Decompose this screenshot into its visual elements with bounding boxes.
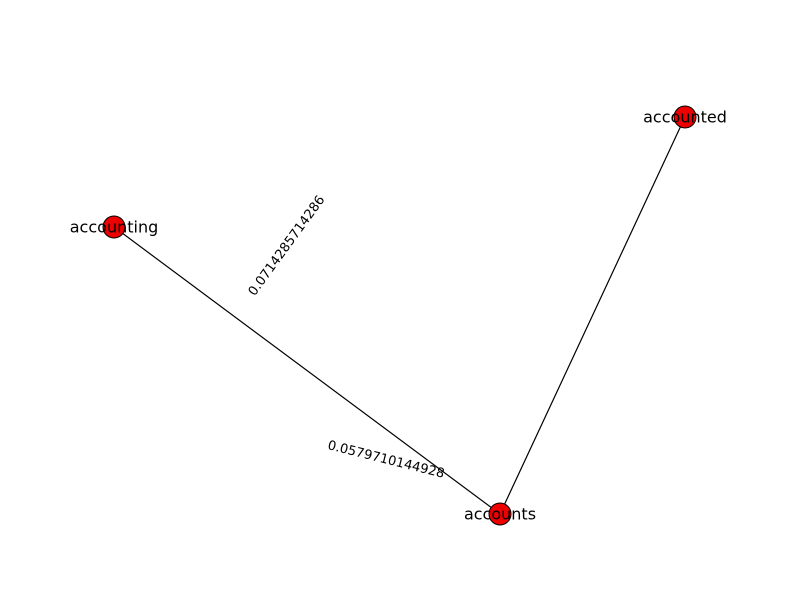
node-label-accounts: accounts (464, 505, 536, 524)
node-label-accounted: accounted (643, 108, 727, 127)
node-labels-layer: accounted accounting accounts (70, 108, 727, 524)
edge-accounting-accounts (113, 226, 501, 515)
edge-label: 0.0714285714286 (246, 193, 329, 299)
edges-layer (113, 116, 686, 515)
node-accounted (673, 105, 697, 129)
nodes-layer (102, 105, 697, 526)
node-label-accounting: accounting (70, 218, 158, 237)
node-accounting (102, 215, 126, 239)
node-accounts (488, 502, 512, 526)
edge-accounted-accounts (499, 116, 686, 515)
